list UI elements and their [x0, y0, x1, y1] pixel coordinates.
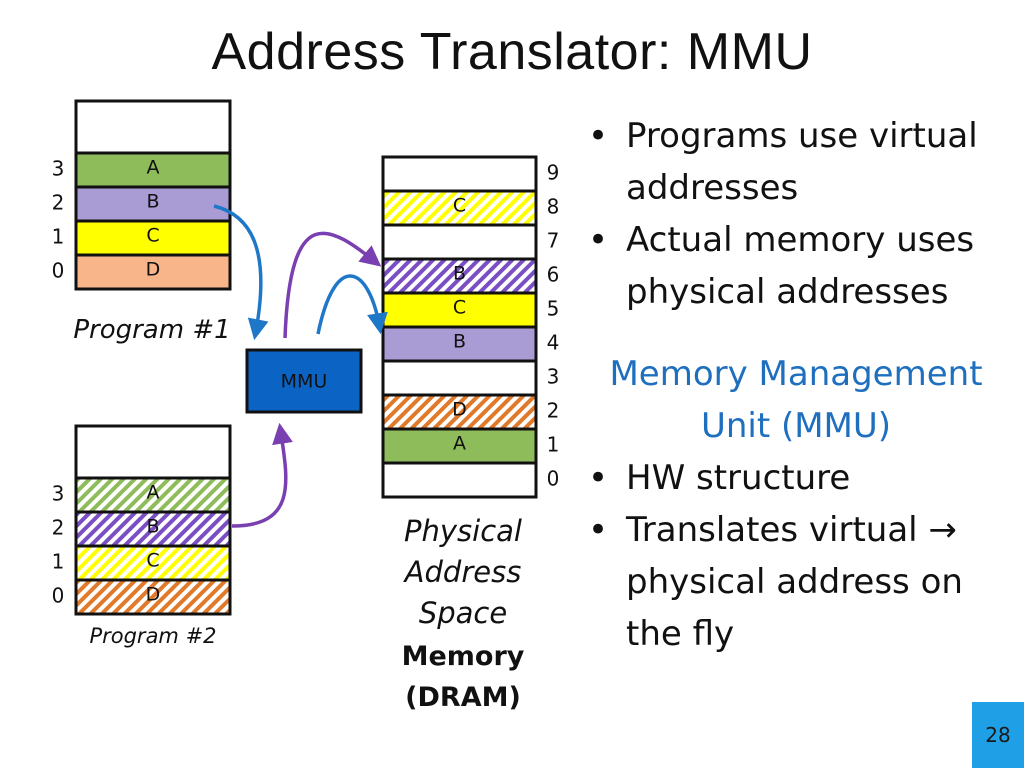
- physical-cell: [381, 427, 538, 465]
- physical-cell: [381, 155, 538, 193]
- physical-caption-3: Space: [419, 596, 507, 630]
- bullet-dot-icon: •: [588, 458, 609, 498]
- program1-cell-label: D: [146, 259, 161, 281]
- dram-caption: (DRAM): [405, 682, 521, 713]
- physical-cell-label: B: [453, 263, 466, 285]
- program1-cell-label: B: [146, 191, 159, 213]
- program1-empty-cell: [74, 99, 232, 155]
- physical-address-label: 6: [547, 263, 560, 287]
- program2-cell-label: D: [146, 584, 161, 606]
- bullet-hw-structure: •HW structure: [586, 452, 1016, 504]
- physical-address-label: 0: [547, 467, 560, 491]
- arrow-mmu-to-phys-c: [283, 231, 382, 339]
- program2-cell-label: A: [147, 482, 160, 504]
- memory-caption: Memory: [402, 641, 525, 672]
- mmu-box: [245, 348, 363, 414]
- physical-caption-1: Physical: [404, 514, 522, 548]
- program1-caption: Program #1: [73, 315, 230, 345]
- bullet-dot-icon: •: [588, 220, 609, 260]
- physical-address-label: 7: [547, 229, 560, 253]
- bullet-programs-virtual: •Programs use virtual addresses: [586, 110, 1016, 214]
- physical-cell: [381, 223, 538, 261]
- arrow-p2b-to-mmu: [231, 422, 293, 528]
- physical-cell-label: D: [452, 399, 467, 421]
- program2-address-label: 1: [52, 550, 65, 574]
- physical-address-label: 4: [547, 331, 560, 355]
- physical-cell-label: C: [453, 195, 466, 217]
- physical-cell-label: C: [453, 297, 466, 319]
- program1-address-label: 1: [52, 225, 65, 249]
- program2-cell: [74, 578, 232, 616]
- slide-title: Address Translator: MMU: [211, 23, 813, 81]
- program2-cell-label: B: [146, 516, 159, 538]
- arrow-mmu-to-phys-b: [316, 274, 388, 335]
- physical-address-label: 5: [547, 297, 560, 321]
- physical-cell-label: A: [453, 433, 466, 455]
- program1-address-label: 2: [52, 191, 65, 215]
- program1-address-label: 3: [52, 157, 65, 181]
- program1-cell: [74, 253, 232, 291]
- program1-address-label: 0: [52, 259, 65, 283]
- bullet-dot-icon: •: [588, 510, 609, 550]
- mmu-label: MMU: [281, 371, 328, 393]
- physical-address-label: 3: [547, 365, 560, 389]
- physical-cell: [381, 291, 538, 329]
- arrow-p1b-to-mmu: [213, 204, 269, 341]
- bullet-list: •Programs use virtual addresses •Actual …: [586, 110, 1016, 660]
- bullet-dot-icon: •: [588, 116, 609, 156]
- program1-cell: [74, 219, 232, 257]
- physical-cell: [381, 257, 538, 295]
- program2-address-label: 0: [52, 584, 65, 608]
- program2-caption: Program #2: [89, 624, 216, 648]
- physical-address-label: 1: [547, 433, 560, 457]
- program2-cell-label: C: [146, 550, 159, 572]
- program2-empty-cell: [74, 424, 232, 480]
- physical-cell: [381, 359, 538, 397]
- slide-number: 28: [972, 702, 1024, 768]
- physical-cell-label: B: [453, 331, 466, 353]
- mmu-heading: Memory Management Unit (MMU): [609, 354, 983, 446]
- physical-cell: [381, 393, 538, 431]
- physical-address-label: 9: [547, 161, 560, 185]
- program2-address-label: 2: [52, 516, 65, 540]
- program1-cell-label: A: [147, 157, 160, 179]
- physical-address-label: 8: [547, 195, 560, 219]
- physical-caption-2: Address: [403, 555, 522, 589]
- program2-cell: [74, 544, 232, 582]
- bullet-translates: •Translates virtual → physical address o…: [586, 504, 1016, 660]
- program1-cell-label: C: [146, 225, 159, 247]
- physical-cell: [381, 461, 538, 499]
- bullet-memory-physical: •Actual memory uses physical addresses: [586, 214, 1016, 318]
- physical-address-label: 2: [547, 399, 560, 423]
- program2-address-label: 3: [52, 482, 65, 506]
- program1-cell: [74, 151, 232, 189]
